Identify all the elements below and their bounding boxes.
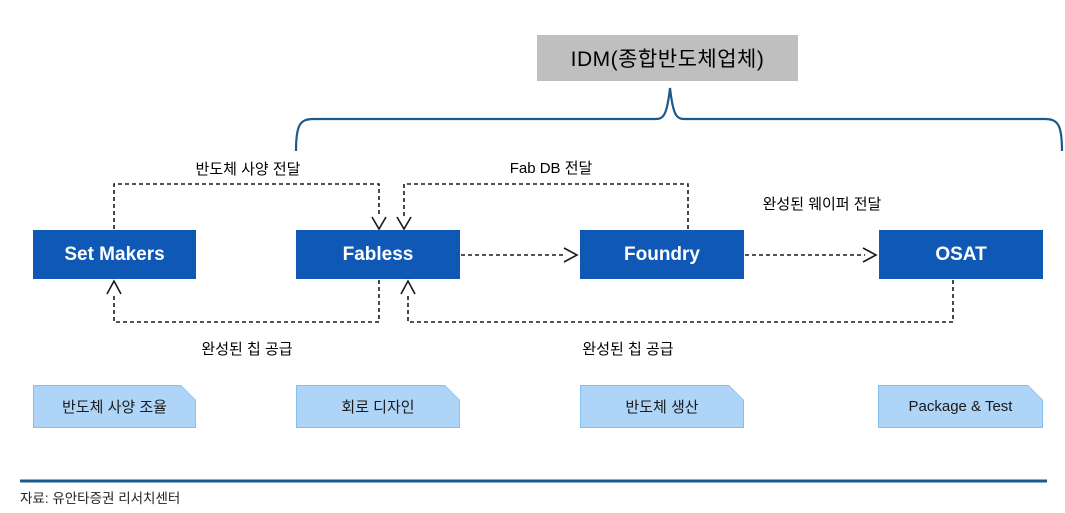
role-label: 반도체 사양 조율: [34, 386, 195, 427]
idm-title-box: IDM(종합반도체업체): [537, 35, 798, 81]
arrow-fab-db: [396, 183, 689, 231]
node-osat: OSAT: [879, 230, 1043, 279]
arrow-fabless-to-foundry: [461, 247, 579, 263]
role-label: 반도체 생산: [581, 386, 743, 427]
role-label: Package & Test: [879, 386, 1042, 427]
label-wafer-transfer: 완성된 웨이퍼 전달: [762, 196, 882, 213]
source-credit: 자료: 유안타증권 리서치센터: [20, 491, 181, 506]
label-fab-db: Fab DB 전달: [509, 160, 593, 177]
node-set-makers: Set Makers: [33, 230, 196, 279]
arrow-spec-transfer: [113, 183, 387, 231]
label-spec-transfer: 반도체 사양 전달: [195, 161, 301, 178]
role-box-spec-coordination: 반도체 사양 조율: [33, 385, 196, 428]
arrow-foundry-to-osat: [745, 247, 878, 263]
label-chip-supply-left: 완성된 칩 공급: [201, 341, 293, 358]
role-label: 회로 디자인: [297, 386, 459, 427]
arrow-chip-supply-left: [106, 279, 380, 323]
role-box-chip-production: 반도체 생산: [580, 385, 744, 428]
idm-brace: [294, 87, 1064, 152]
role-box-package-test: Package & Test: [878, 385, 1043, 428]
node-foundry: Foundry: [580, 230, 744, 279]
label-chip-supply-right: 완성된 칩 공급: [582, 341, 674, 358]
arrow-chip-supply-right: [400, 279, 954, 323]
role-box-circuit-design: 회로 디자인: [296, 385, 460, 428]
node-fabless: Fabless: [296, 230, 460, 279]
